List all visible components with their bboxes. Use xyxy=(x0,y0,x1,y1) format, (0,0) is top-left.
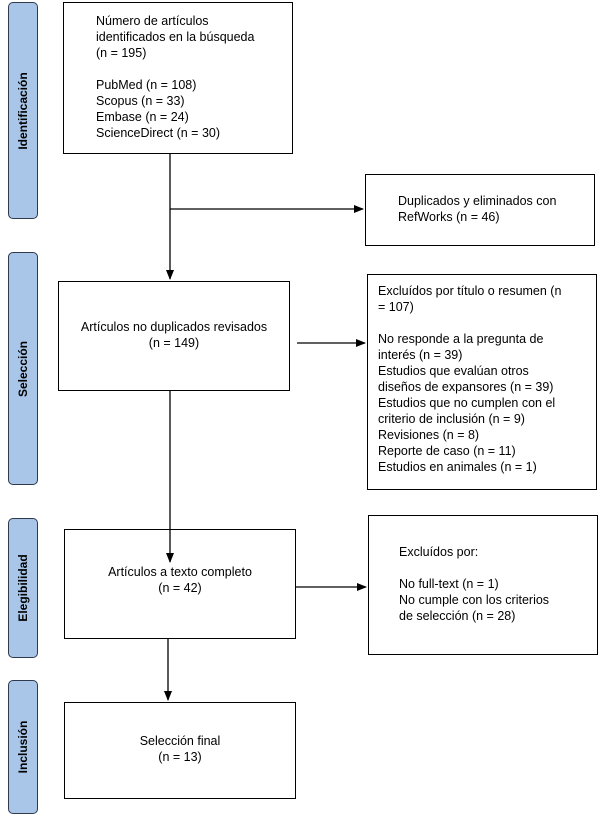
excluded-title-header: Excluídos por título o resumen (n xyxy=(378,284,562,298)
duplicates-count: RefWorks (n = 46) xyxy=(398,210,500,224)
excluded-title-count: = 107) xyxy=(378,300,414,314)
fulltext-count: (n = 42) xyxy=(158,581,202,595)
exclusion-reason: Estudios que evalúan otros xyxy=(378,364,529,378)
exclusion-reason: No full-text (n = 1) xyxy=(399,577,499,591)
excluded-full-header: Excluídos por: xyxy=(399,545,479,559)
exclusion-reason: Estudios que no cumplen con el xyxy=(378,396,556,410)
exclusion-reason: Revisiones (n = 8) xyxy=(378,428,480,442)
phase-identificacion: Identificación xyxy=(8,2,38,219)
phase-seleccion: Selección xyxy=(8,252,38,485)
excluded-full-box: Excluídos por: No full-text (n = 1) No c… xyxy=(368,515,598,655)
exclusion-reason: No responde a la pregunta de xyxy=(378,332,544,346)
exclusion-reason: Estudios en animales (n = 1) xyxy=(378,460,537,474)
final-box: Selección final (n = 13) xyxy=(64,702,296,799)
source-scopus: Scopus (n = 33) xyxy=(96,94,185,108)
exclusion-reason: de selección (n = 28) xyxy=(399,609,516,623)
source-pubmed: PubMed (n = 108) xyxy=(96,78,197,92)
duplicates-text: Duplicados y eliminados con xyxy=(398,194,557,208)
excluded-title-box: Excluídos por título o resumen (n = 107)… xyxy=(367,274,597,490)
screened-box: Artículos no duplicados revisados (n = 1… xyxy=(58,281,290,391)
screened-count: (n = 149) xyxy=(148,336,200,350)
exclusion-reason: criterio de inclusión (n = 9) xyxy=(378,412,525,426)
exclusion-reason: No cumple con los criterios xyxy=(399,593,550,607)
screened-text: Artículos no duplicados revisados xyxy=(80,320,268,334)
source-embase: Embase (n = 24) xyxy=(96,110,189,124)
fulltext-text: Artículos a texto completo xyxy=(108,565,252,579)
fulltext-box: Artículos a texto completo (n = 42) xyxy=(64,529,296,639)
exclusion-reason: interés (n = 39) xyxy=(378,348,463,362)
identified-title-line: Número de artículos xyxy=(96,14,209,28)
source-sciencedirect: ScienceDirect (n = 30) xyxy=(96,126,221,140)
phase-inclusion: Inclusión xyxy=(8,680,38,814)
exclusion-reason: diseños de expansores (n = 39) xyxy=(378,380,554,394)
final-count: (n = 13) xyxy=(158,750,202,764)
duplicates-box: Duplicados y eliminados con RefWorks (n … xyxy=(365,174,595,246)
final-text: Selección final xyxy=(139,734,221,748)
identified-count: (n = 195) xyxy=(96,46,147,60)
identified-title-line: identificados en la búsqueda xyxy=(96,30,255,44)
phase-elegibilidad: Elegibilidad xyxy=(8,518,38,658)
identified-box: Número de artículos identificados en la … xyxy=(63,2,293,154)
exclusion-reason: Reporte de caso (n = 11) xyxy=(378,444,516,458)
